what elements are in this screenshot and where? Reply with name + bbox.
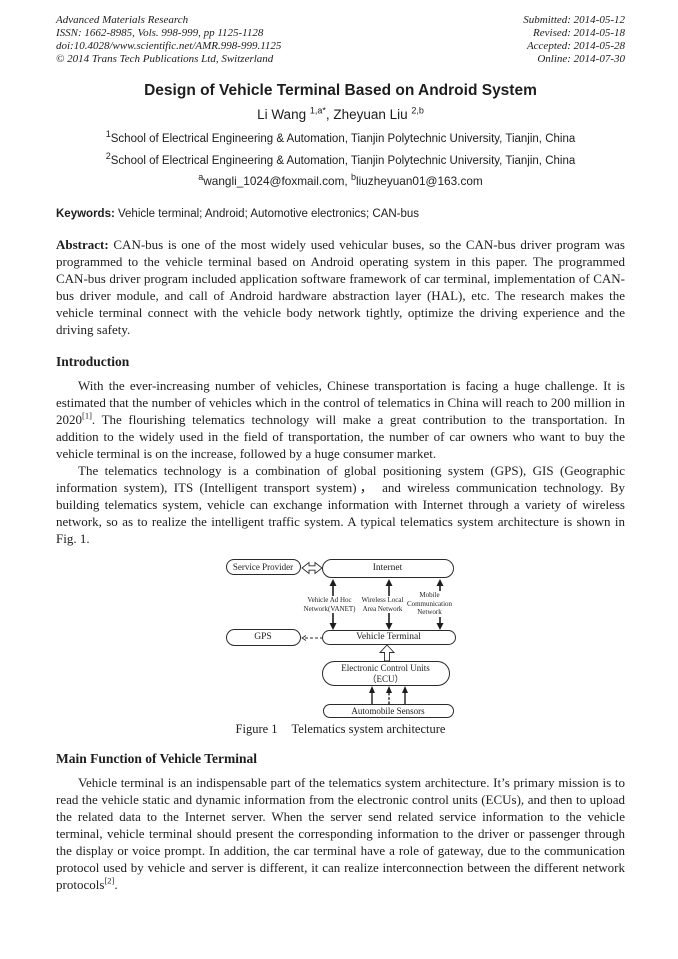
submitted-date: Submitted: 2014-05-12 [523, 14, 625, 26]
label-vanet-line2: Network(VANET) [303, 604, 356, 613]
box-vehicle-terminal: Vehicle Terminal [321, 630, 456, 645]
sensor-arrow-right-icon [401, 686, 408, 704]
paper-title: Design of Vehicle Terminal Based on Andr… [144, 82, 537, 99]
citation-ref-1: [1] [82, 410, 92, 421]
intro-paragraph-1-text: With the ever-increasing number of vehic… [56, 378, 625, 427]
figure-caption: Figure 1 Telematics system architecture [56, 722, 625, 737]
box-ecu-line1: Electronic Control Units [341, 663, 430, 673]
label-mobile-line2: Communication [406, 599, 453, 608]
email-b: liuzheyuan01@163.com [356, 174, 483, 188]
affiliation-1-text: School of Electrical Engineering & Autom… [110, 133, 576, 145]
intro-paragraph-2: The telematics technology is a combinati… [56, 463, 625, 546]
figure-caption-text: Telematics system architecture [291, 722, 446, 736]
main-function-paragraph-cont: . [114, 877, 118, 892]
affiliation-1-superscript: 1 [105, 129, 111, 140]
label-vanet: Vehicle Ad Hoc Network(VANET) [302, 596, 357, 613]
email-a-superscript: a [198, 172, 204, 183]
label-wlan-line2: Area Network [362, 604, 403, 613]
affiliation-2-superscript: 2 [105, 151, 111, 162]
author-emails: awangli_1024@foxmail.com, bliuzheyuan01@… [56, 172, 625, 188]
section-heading-introduction: Introduction [56, 354, 130, 369]
dashed-link-icon [300, 635, 322, 641]
revised-date: Revised: 2014-05-18 [533, 27, 625, 39]
figure-diagram: Service Provider Internet GPS Vehicle Te… [225, 559, 456, 718]
keywords-label: Keywords: [56, 208, 115, 220]
authors-line: Li Wang 1,a*, Zheyuan Liu 2,b [56, 106, 625, 123]
section-heading-main-function: Main Function of Vehicle Terminal [56, 751, 258, 766]
sensor-arrow-left-icon [368, 686, 375, 704]
submission-dates: Submitted: 2014-05-12 Revised: 2014-05-1… [523, 14, 625, 66]
doi-line: doi:10.4028/www.scientific.net/AMR.998-9… [56, 40, 282, 52]
copyright-line: © 2014 Trans Tech Publications Ltd, Swit… [56, 53, 274, 65]
author-2: , Zheyuan Liu [325, 107, 412, 122]
sensor-arrow-middle-icon [385, 686, 392, 704]
email-b-superscript: b [350, 172, 356, 183]
journal-name: Advanced Materials Research [56, 14, 189, 26]
figure-caption-label: Figure 1 [235, 722, 278, 736]
page-content: Advanced Materials Research ISSN: 1662-8… [56, 14, 625, 893]
affiliation-2-text: School of Electrical Engineering & Autom… [110, 155, 576, 167]
journal-info: Advanced Materials Research ISSN: 1662-8… [56, 14, 281, 66]
online-date: Online: 2014-07-30 [537, 53, 625, 65]
author-1: Li Wang [257, 107, 310, 122]
double-arrow-icon [300, 561, 323, 575]
label-mobile-network: Mobile Communication Network [405, 591, 454, 617]
label-mobile-line3: Network [417, 608, 442, 616]
email-a: wangli_1024@foxmail.com, [203, 174, 351, 188]
intro-paragraph-1: With the ever-increasing number of vehic… [56, 377, 625, 462]
label-wlan-line1: Wireless Local [361, 596, 404, 604]
journal-header: Advanced Materials Research ISSN: 1662-8… [56, 14, 625, 66]
affiliation-1: 1School of Electrical Engineering & Auto… [56, 129, 625, 146]
issn-line: ISSN: 1662-8985, Vols. 998-999, pp 1125-… [56, 27, 264, 39]
label-wlan: Wireless Local Area Network [360, 596, 405, 613]
main-function-paragraph: Vehicle terminal is an indispensable par… [56, 774, 625, 893]
abstract: Abstract: CAN-bus is one of the most wid… [56, 236, 625, 338]
keywords-text: Vehicle terminal; Android; Automotive el… [114, 208, 420, 220]
citation-ref-2: [2] [104, 875, 115, 886]
box-gps: GPS [225, 629, 301, 646]
abstract-text: CAN-bus is one of the most widely used v… [56, 237, 625, 337]
accepted-date: Accepted: 2014-05-28 [526, 40, 625, 52]
box-ecu: Electronic Control Units （ECU） [321, 661, 450, 686]
label-mobile-line1: Mobile [419, 591, 440, 599]
affiliation-2: 2School of Electrical Engineering & Auto… [56, 151, 625, 168]
abstract-label: Abstract: [56, 237, 109, 252]
keywords-line: Keywords: Vehicle terminal; Android; Aut… [56, 207, 625, 221]
box-internet: Internet [321, 559, 454, 578]
box-automobile-sensors: Automobile Sensors [322, 704, 454, 718]
ecu-to-terminal-arrow-icon [378, 644, 395, 662]
box-service-provider: Service Provider [225, 559, 301, 575]
author-2-superscript: 2,b [411, 105, 424, 116]
box-ecu-line2: （ECU） [367, 673, 404, 684]
main-function-paragraph-text: Vehicle terminal is an indispensable par… [56, 775, 625, 892]
label-vanet-line1: Vehicle Ad Hoc [307, 596, 352, 604]
author-1-superscript: 1,a* [309, 105, 326, 116]
intro-paragraph-1-cont: . The flourishing telematics technology … [56, 412, 625, 461]
